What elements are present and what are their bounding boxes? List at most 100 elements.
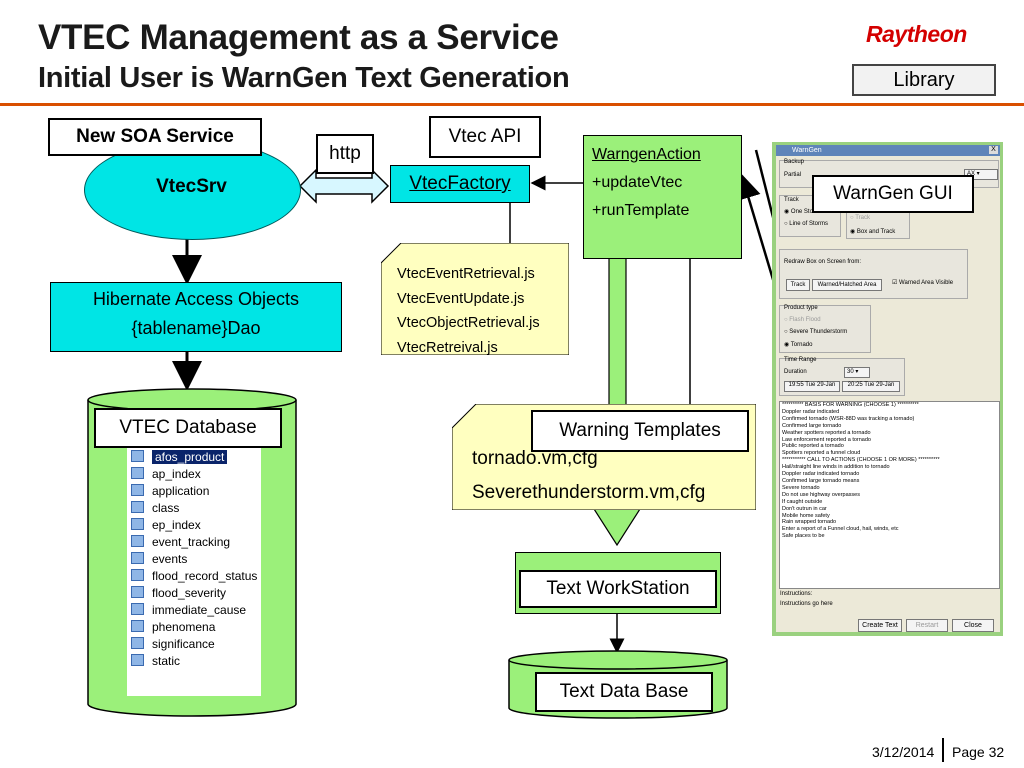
gui-text-line: Confirmed tornado (WSR-88D was tracking … bbox=[782, 415, 915, 422]
gui-create-text-button[interactable]: Create Text bbox=[858, 619, 902, 632]
gui-tornado-label: Tornado bbox=[790, 342, 813, 348]
gui-text-line: If caught outside bbox=[782, 498, 823, 505]
gui-one-storm-label: One Storm bbox=[790, 209, 820, 215]
gui-text-line: Confirmed large tornado bbox=[782, 422, 842, 429]
db-table-item[interactable]: class bbox=[131, 500, 179, 517]
gui-duration-label: Duration bbox=[784, 369, 807, 375]
db-table-name: flood_record_status bbox=[152, 569, 258, 583]
gui-warning-text-area[interactable]: ********** BASIS FOR WARNING (CHOOSE 1) … bbox=[779, 401, 1000, 589]
db-table-item[interactable]: afos_product bbox=[131, 449, 228, 466]
gui-text-line: Public reported a tornado bbox=[782, 443, 844, 450]
db-table-item[interactable]: ep_index bbox=[131, 517, 201, 534]
db-table-name: application bbox=[152, 484, 210, 498]
slide-title: VTEC Management as a Service bbox=[38, 18, 559, 57]
footer-date: 3/12/2014 bbox=[872, 744, 935, 760]
gui-radio-line-of-storms[interactable]: ○ Line of Storms bbox=[784, 221, 828, 227]
gui-restart-button[interactable]: Restart bbox=[906, 619, 948, 632]
db-table-item[interactable]: application bbox=[131, 483, 209, 500]
vtecfactory-box: VtecFactory bbox=[390, 165, 530, 203]
table-icon bbox=[131, 586, 144, 598]
gui-site-select[interactable]: AX ▾ bbox=[964, 169, 998, 180]
gui-product-type-label: Product type bbox=[784, 305, 818, 311]
gui-text-line: Weather spotters reported a tornado bbox=[782, 429, 871, 436]
db-table-item[interactable]: ap_index bbox=[131, 466, 201, 483]
gui-end-time[interactable]: 20:25 Tue 29-Jan bbox=[842, 381, 900, 392]
db-table-item[interactable]: events bbox=[131, 551, 187, 568]
footer-separator bbox=[942, 738, 944, 762]
gui-window-title: WarnGen bbox=[792, 147, 822, 154]
gui-radio-severe-thunderstorm[interactable]: ○ Severe Thunderstorm bbox=[784, 329, 848, 335]
gui-text-line: Hail/straight line winds in addition to … bbox=[782, 464, 890, 471]
table-icon bbox=[131, 467, 144, 479]
gui-text-line: Safe places to be bbox=[782, 533, 825, 540]
new-soa-service-label: New SOA Service bbox=[48, 118, 262, 156]
table-icon bbox=[131, 637, 144, 649]
warngen-action-name: WarngenAction bbox=[592, 146, 701, 163]
http-double-arrow bbox=[298, 168, 390, 204]
db-table-name: class bbox=[152, 501, 180, 515]
gui-warned-area-visible-checkbox[interactable]: ☑ Warned Area Visible bbox=[892, 280, 954, 286]
script-item: VtecEventUpdate.js bbox=[397, 290, 525, 307]
gui-text-line: Spotters reported a funnel cloud bbox=[782, 450, 861, 457]
gui-text-line: Don't outrun in car bbox=[782, 505, 827, 512]
db-table-item[interactable]: significance bbox=[131, 636, 215, 653]
gui-text-line: Doppler radar indicated tornado bbox=[782, 471, 860, 478]
table-icon bbox=[131, 484, 144, 496]
warngen-gui-label: WarnGen GUI bbox=[812, 175, 974, 213]
table-icon bbox=[131, 552, 144, 564]
gui-warned-hatched-button[interactable]: Warned/Hatched Area bbox=[812, 279, 882, 291]
db-table-name: ap_index bbox=[152, 467, 201, 481]
table-icon bbox=[131, 450, 144, 462]
gui-radio-flash-flood[interactable]: ○ Flash Flood bbox=[784, 317, 821, 323]
slide-subtitle: Initial User is WarnGen Text Generation bbox=[38, 62, 570, 94]
gui-partial-label: Partial bbox=[784, 172, 802, 178]
script-item: VtecEventRetrieval.js bbox=[397, 266, 535, 282]
gui-redraw-label: Redraw Box on Screen from: bbox=[784, 259, 862, 265]
gui-radio-one-storm[interactable]: ◉ One Storm bbox=[784, 209, 820, 215]
db-table-name: events bbox=[152, 552, 188, 566]
gui-redraw-panel bbox=[779, 249, 968, 299]
gui-text-line: Doppler radar indicated bbox=[782, 408, 840, 415]
raytheon-logo: Raytheon bbox=[866, 21, 967, 47]
db-table-name: immediate_cause bbox=[152, 603, 247, 617]
gui-text-line: Law enforcement reported a tornado bbox=[782, 436, 871, 443]
gui-track-button[interactable]: Track bbox=[786, 279, 810, 291]
gui-radio-box-and-track[interactable]: ◉ Box and Track bbox=[850, 229, 896, 235]
gui-product-type-panel bbox=[779, 305, 871, 353]
gui-warned-area-visible-label: Warned Area Visible bbox=[899, 280, 954, 286]
gui-radio-track[interactable]: ○ Track bbox=[850, 215, 870, 221]
table-icon bbox=[131, 518, 144, 530]
table-icon bbox=[131, 501, 144, 513]
db-table-name: static bbox=[152, 654, 181, 668]
gui-start-time[interactable]: 19:55 Tue 29-Jan bbox=[784, 381, 840, 392]
table-icon bbox=[131, 654, 144, 666]
gui-radio-tornado[interactable]: ◉ Tornado bbox=[784, 342, 813, 348]
gui-instructions-label: Instructions: bbox=[780, 591, 813, 597]
gui-text-line: Mobile home safety bbox=[782, 512, 830, 519]
header-divider bbox=[0, 103, 1024, 106]
gui-close-button[interactable]: Close bbox=[952, 619, 994, 632]
vtec-database-cylinder: actionae_indexafos_productap_indexapplic… bbox=[87, 388, 297, 718]
db-table-item[interactable]: flood_record_status bbox=[131, 568, 257, 585]
table-icon bbox=[131, 535, 144, 547]
db-table-item[interactable]: static bbox=[131, 653, 180, 670]
db-table-item[interactable]: immediate_cause bbox=[131, 602, 246, 619]
gui-duration-value: 30 bbox=[847, 369, 854, 375]
gui-close-x[interactable]: X bbox=[989, 146, 998, 154]
http-label: http bbox=[316, 134, 374, 174]
template-file: Severethunderstorm.vm,cfg bbox=[472, 482, 706, 503]
table-list-panel: actionae_indexafos_productap_indexapplic… bbox=[127, 422, 261, 696]
script-item: VtecRetreival.js bbox=[397, 339, 498, 356]
db-table-item[interactable]: phenomena bbox=[131, 619, 215, 636]
gui-duration-select[interactable]: 30 ▾ bbox=[844, 367, 870, 378]
hibernate-line2: {tablename}Dao bbox=[131, 318, 261, 338]
warning-templates-label: Warning Templates bbox=[531, 410, 749, 452]
method-update-vtec: +updateVtec bbox=[592, 174, 683, 191]
db-table-item[interactable]: event_tracking bbox=[131, 534, 230, 551]
gui-instructions-text: Instructions go here bbox=[780, 601, 833, 607]
gui-track-label: Track bbox=[784, 197, 799, 203]
db-table-name: ep_index bbox=[152, 518, 201, 532]
db-table-item[interactable]: flood_severity bbox=[131, 585, 226, 602]
db-table-name: event_tracking bbox=[152, 535, 231, 549]
db-table-name: significance bbox=[152, 637, 215, 651]
